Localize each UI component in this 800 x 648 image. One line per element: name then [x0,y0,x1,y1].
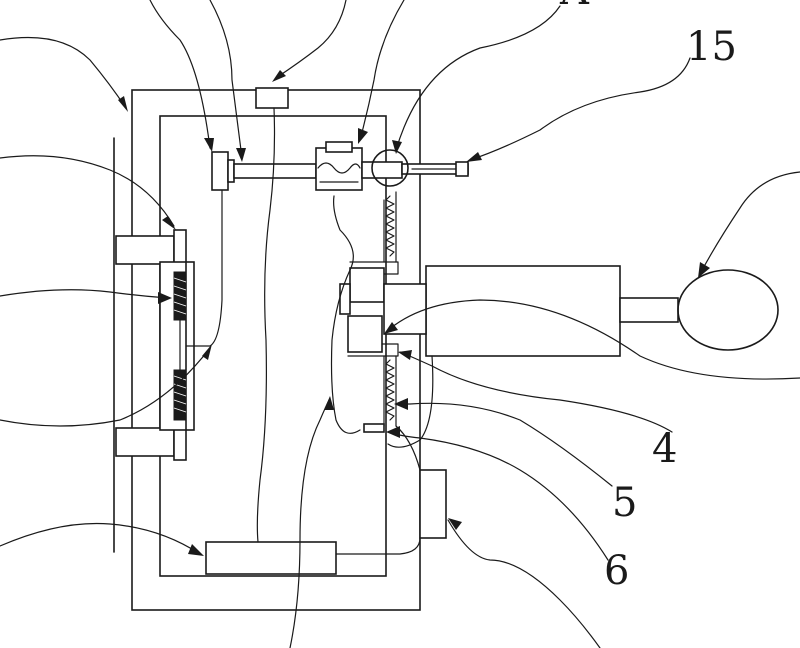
arrow-5 [394,398,408,410]
leader-battery [447,519,601,648]
bracket-arm-lower [115,427,175,457]
arrow-4 [398,350,412,360]
arrow-center-wire [324,396,334,410]
rod-end-plate [211,151,229,191]
arrow-handle-bulb [698,262,710,278]
handle-body [425,265,621,357]
label-4: 4 [652,426,677,472]
clamp-frame [347,261,399,357]
leader-a [395,5,561,151]
leader-coil-lower [0,347,211,427]
arrow-outer-housing [118,96,128,112]
leader-4b [385,299,800,380]
handle-neck [619,297,679,323]
leader-6 [387,431,609,561]
right-inner-wire [387,355,434,448]
output-probe-tip [455,161,469,177]
rod-end-cap [227,159,235,183]
arrow-a [392,140,402,154]
side-battery-box [419,469,447,539]
bottom-controller-block [205,541,337,575]
arrow-15 [466,152,482,162]
arrow-coupling [358,128,368,144]
label-15: 15 [686,24,737,70]
right-lower-spring [385,359,395,421]
leader-center-wire [289,397,331,648]
detail-circle-a [371,149,409,187]
label-a: A [559,0,590,14]
center-wire-a [256,107,276,543]
leader-handle-bulb [699,171,800,275]
right-upper-spring [385,195,395,257]
arrow-battery [448,518,462,530]
output-shaft [361,161,403,179]
arrow-controller [188,544,204,556]
leader-left-coil [0,289,169,299]
arrow-top-sensor [272,70,286,82]
arrow-6 [386,426,400,438]
leader-bracket-plate [0,155,175,227]
bottom-stop-pin [363,423,385,433]
leader-controller [0,522,201,555]
arrow-coil-lower [202,344,212,360]
left-coil-lower-hatch [173,375,187,413]
center-wire-b [330,195,361,434]
leader-top-sensor [275,0,347,79]
bracket-arm-upper [115,235,175,265]
rod-coupling-detail [317,162,361,183]
clamp-guide-left [339,283,351,315]
leader-rod [209,0,243,159]
arrow-4b [384,322,398,334]
leader-outer-housing [0,36,127,109]
top-sensor-block [255,87,289,109]
label-5: 5 [612,480,637,526]
leader-15 [469,57,691,161]
handle-bulb [677,269,779,351]
left-coil-upper-hatch [173,277,187,315]
rod-coupling-cap [325,141,353,153]
leader-4 [399,351,673,433]
leader-rod-plate [149,0,211,149]
arrow-bracket-plate [162,216,176,230]
lower-clamp-block [347,315,383,353]
arrow-rod-plate [204,138,214,152]
label-6: 6 [604,548,629,594]
arrow-left-coil [158,292,172,304]
left-bracket-wire [185,169,223,347]
horizontal-rod [233,163,317,179]
leader-coupling [359,0,405,141]
upper-clamp-block [349,267,385,303]
arrowheads [118,70,710,556]
rod-coupling [315,147,363,191]
arrow-rod [236,148,246,162]
